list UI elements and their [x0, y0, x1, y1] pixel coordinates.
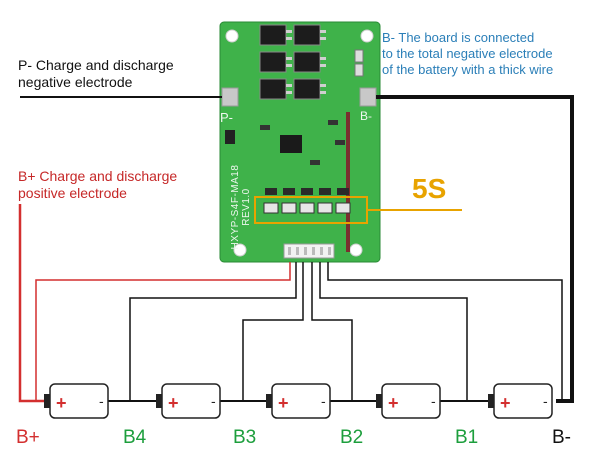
b3-sense-wire: [242, 262, 304, 401]
node-label-b-plus: B+: [16, 427, 40, 448]
p-minus-line-1: P- Charge and discharge: [18, 57, 174, 73]
resistor: [310, 160, 320, 165]
b-plus-wire: [18, 204, 46, 403]
p-minus-description: P- Charge and discharge negative electro…: [18, 57, 228, 91]
b-minus-sense-wire: [327, 262, 563, 401]
mosfet-leads: [286, 30, 326, 94]
ic-chip: [280, 135, 302, 153]
cell-negative-terminal: -: [431, 393, 436, 409]
resistor: [335, 140, 345, 145]
mount-hole: [225, 29, 239, 43]
pad-b-minus: [359, 87, 377, 107]
cell-positive-terminal: +: [168, 393, 179, 413]
pad-b-minus-label: B-: [360, 109, 372, 123]
resistor: [354, 63, 364, 77]
cell-positive-terminal: +: [278, 393, 289, 413]
battery-cell: + -: [488, 383, 553, 419]
mount-hole: [233, 243, 247, 257]
cell-positive-terminal: +: [56, 393, 67, 413]
b-minus-description: B- The board is connected to the total n…: [382, 30, 597, 78]
b-plus-sense-wire: [35, 262, 291, 401]
mount-hole: [349, 243, 363, 257]
mosfet-array: [259, 24, 321, 100]
cell-negative-terminal: -: [99, 393, 104, 409]
node-label-b3: B3: [233, 427, 257, 448]
b-plus-line-1: B+ Charge and discharge: [18, 168, 178, 184]
resistor: [354, 49, 364, 63]
cell-negative-terminal: -: [321, 393, 326, 409]
b2-sense-wire: [311, 262, 353, 401]
b-minus-line-2: to the total negative electrode: [382, 46, 553, 61]
b-minus-line-1: B- The board is connected: [382, 30, 535, 45]
cell-negative-terminal: -: [543, 393, 548, 409]
battery-cell: + -: [376, 383, 441, 419]
balance-connector: [283, 243, 335, 259]
board-model-text: HXYP-S4F-MA18 REV1.0: [230, 164, 252, 250]
cell-positive-terminal: +: [388, 393, 399, 413]
b-plus-description: B+ Charge and discharge positive electro…: [18, 168, 218, 202]
battery-cell: + -: [156, 383, 221, 419]
pad-p-minus-label: P-: [220, 110, 233, 125]
cell-negative-terminal: -: [211, 393, 216, 409]
cell-count-label: 5S: [412, 173, 447, 204]
b-minus-line-3: of the battery with a thick wire: [382, 62, 554, 77]
b-minus-thick-wire: [376, 95, 574, 403]
node-label-b1: B1: [455, 427, 479, 448]
node-label-b-minus: B-: [552, 427, 571, 448]
balance-transistor-row: [265, 188, 349, 195]
b-plus-line-2: positive electrode: [18, 185, 127, 201]
b-minus-bus-bar: [346, 112, 350, 252]
battery-cell: + -: [266, 383, 331, 419]
capacitor: [225, 130, 235, 144]
resistor: [328, 120, 338, 125]
node-label-b4: B4: [123, 427, 147, 448]
connector-pins: [288, 247, 331, 255]
b1-sense-wire: [319, 262, 468, 401]
node-label-b2: B2: [340, 427, 364, 448]
b4-sense-wire: [129, 262, 297, 401]
p-minus-line-2: negative electrode: [18, 74, 133, 90]
resistor: [260, 125, 270, 130]
mount-hole: [360, 29, 374, 43]
balance-resistor-row: [263, 202, 351, 214]
battery-cell: + -: [44, 383, 109, 419]
cell-positive-terminal: +: [500, 393, 511, 413]
